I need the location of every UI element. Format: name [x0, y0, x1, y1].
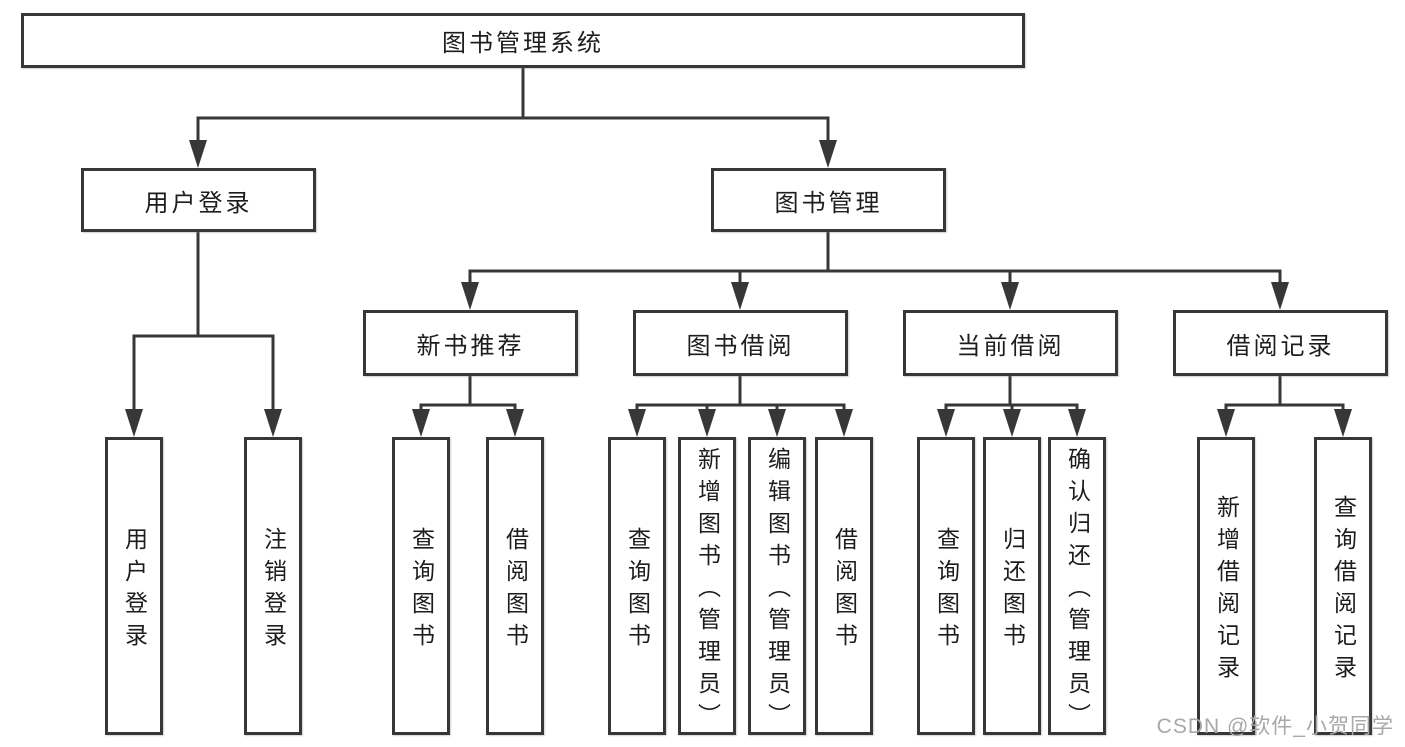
- node-label: 用户登录: [121, 526, 148, 655]
- node-label: 图书管理: [774, 189, 883, 217]
- leaf-add-borrow-record: 新增借阅记录: [1197, 437, 1255, 735]
- connector-current-borrowing-to-leaves: [937, 374, 1086, 437]
- arrowhead-icon: [937, 409, 955, 437]
- node-label: 图书借阅: [686, 332, 795, 360]
- arrowhead-icon: [506, 409, 524, 437]
- arrowhead-icon: [819, 140, 837, 168]
- connector-root-to-level2: [189, 66, 837, 168]
- leaf-current-query-books: 查询图书: [917, 437, 975, 735]
- leaf-recommend-query-books: 查询图书: [392, 437, 450, 735]
- node-label: 查询图书: [408, 526, 435, 655]
- arrowhead-icon: [628, 409, 646, 437]
- node-new-book-recommendation: 新书推荐: [363, 310, 578, 376]
- leaf-borrowing-query-books: 查询图书: [608, 437, 666, 735]
- node-label: 当前借阅: [956, 332, 1065, 360]
- node-label: 新书推荐: [416, 332, 525, 360]
- arrowhead-icon: [768, 409, 786, 437]
- arrowhead-icon: [1003, 409, 1021, 437]
- node-label: 注销登录: [260, 526, 287, 655]
- leaf-confirm-return-admin: 确认归还（管理员）: [1048, 437, 1106, 735]
- arrowhead-icon: [1001, 282, 1019, 310]
- node-label: 编辑图书（管理员）: [764, 446, 791, 735]
- arrowhead-icon: [1217, 409, 1235, 437]
- arrowhead-icon: [698, 409, 716, 437]
- connector-new-book-to-leaves: [412, 374, 524, 437]
- connector-book-management-to-level3: [461, 230, 1289, 310]
- arrowhead-icon: [1334, 409, 1352, 437]
- csdn-watermark: CSDN @软件_小贺同学: [1156, 715, 1394, 738]
- node-label: 图书管理系统: [442, 30, 604, 57]
- node-book-management: 图书管理: [711, 168, 946, 232]
- arrowhead-icon: [1068, 409, 1086, 437]
- node-label: 新增借阅记录: [1213, 494, 1240, 687]
- arrowhead-icon: [264, 409, 282, 437]
- node-label: 查询图书: [933, 526, 960, 655]
- connector-borrow-records-to-leaves: [1217, 374, 1352, 437]
- arrowhead-icon: [835, 409, 853, 437]
- node-book-borrowing: 图书借阅: [633, 310, 848, 376]
- leaf-recommend-borrow-books: 借阅图书: [486, 437, 544, 735]
- arrowhead-icon: [125, 409, 143, 437]
- arrowhead-icon: [1271, 282, 1289, 310]
- node-label: 借阅记录: [1226, 332, 1335, 360]
- leaf-query-borrow-record: 查询借阅记录: [1314, 437, 1372, 735]
- node-label: 查询图书: [624, 526, 651, 655]
- connector-book-borrowing-to-leaves: [628, 374, 853, 437]
- leaf-return-books: 归还图书: [983, 437, 1041, 735]
- node-borrowing-records: 借阅记录: [1173, 310, 1388, 376]
- node-label: 借阅图书: [831, 526, 858, 655]
- arrowhead-icon: [461, 282, 479, 310]
- node-label: 新增图书（管理员）: [694, 446, 721, 735]
- leaf-add-books-admin: 新增图书（管理员）: [678, 437, 736, 735]
- node-library-management-system: 图书管理系统: [21, 13, 1025, 68]
- leaf-edit-books-admin: 编辑图书（管理员）: [748, 437, 806, 735]
- arrowhead-icon: [731, 282, 749, 310]
- arrowhead-icon: [189, 140, 207, 168]
- connector-user-login-to-leaves: [125, 230, 282, 437]
- leaf-user-login: 用户登录: [105, 437, 163, 735]
- node-current-borrowing: 当前借阅: [903, 310, 1118, 376]
- leaf-logout: 注销登录: [244, 437, 302, 735]
- node-label: 归还图书: [999, 526, 1026, 655]
- node-label: 查询借阅记录: [1330, 494, 1357, 687]
- node-user-login: 用户登录: [81, 168, 316, 232]
- node-label: 用户登录: [144, 189, 253, 217]
- node-label: 借阅图书: [502, 526, 529, 655]
- leaf-borrowing-borrow-books: 借阅图书: [815, 437, 873, 735]
- node-label: 确认归还（管理员）: [1064, 446, 1091, 735]
- arrowhead-icon: [412, 409, 430, 437]
